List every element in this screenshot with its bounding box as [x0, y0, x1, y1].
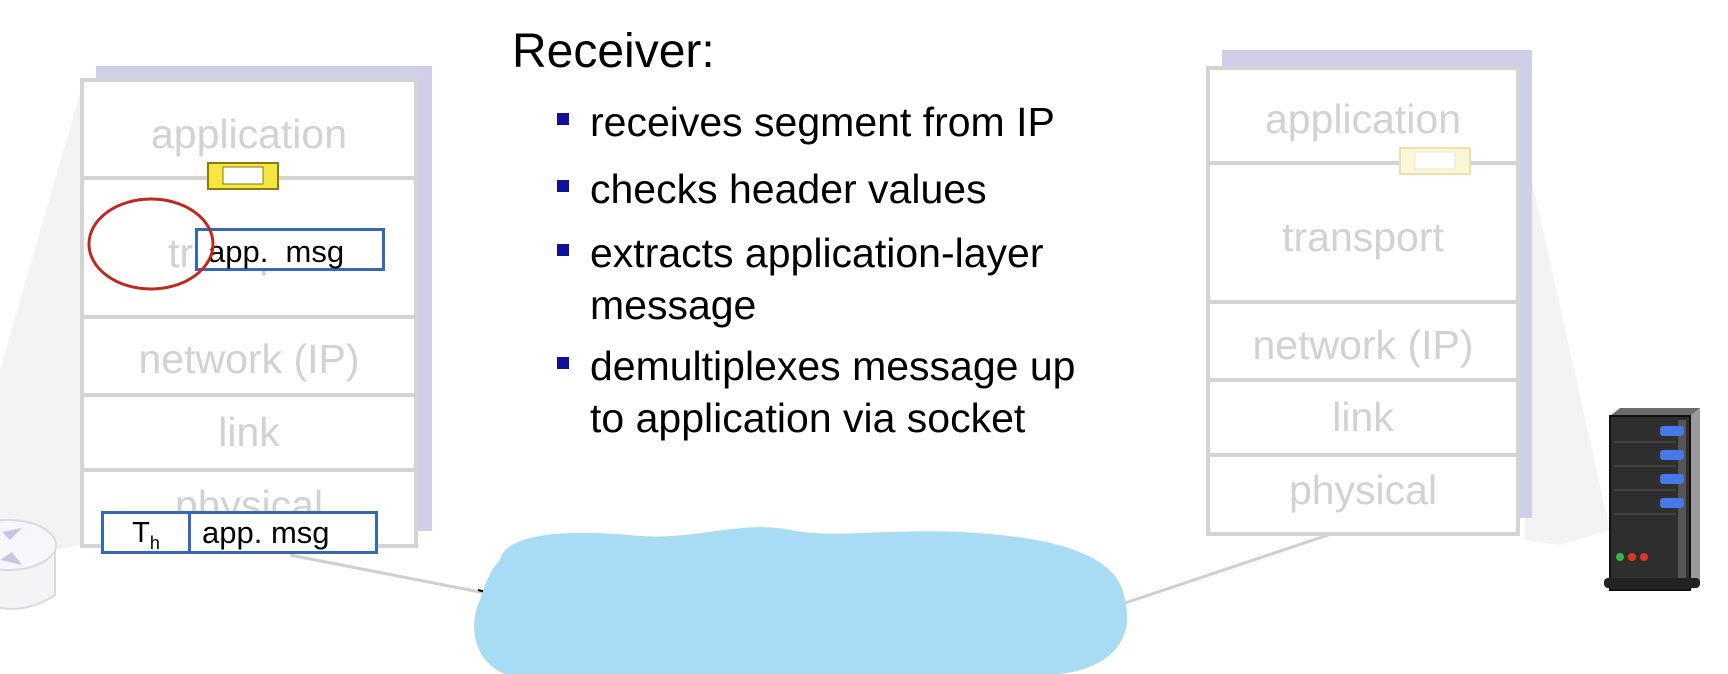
receiver-link-line: [1124, 529, 1341, 605]
receiver-socket-icon: [1399, 147, 1471, 175]
sender-layer-network: network (IP): [138, 336, 360, 382]
bullet-marker: [557, 180, 569, 192]
sender-layer-link: link: [218, 409, 280, 455]
sender-link-line: [289, 553, 486, 595]
socket-icon: [207, 162, 279, 190]
segment-box: Th app. msg: [101, 511, 378, 554]
receiver-perspective-shadow: [1525, 150, 1610, 545]
server-icon: [1604, 408, 1700, 591]
receiver-heading: Receiver:: [512, 25, 715, 78]
receiver-layer-transport: transport: [1282, 214, 1444, 260]
bullet-receives-segment: receives segment from IP: [557, 96, 1055, 148]
receiver-layer-application: application: [1264, 96, 1462, 142]
bullet-marker: [557, 113, 569, 125]
receiver-layer-network: network (IP): [1252, 322, 1474, 368]
network-cloud-icon: [474, 527, 1128, 674]
transport-message-label: app. msg: [208, 234, 345, 269]
bullet-extracts-message: extracts application-layer message: [557, 227, 1043, 331]
sender-perspective-shadow: [0, 86, 82, 560]
transport-message-box: app. msg: [195, 228, 385, 271]
bullet-marker: [557, 357, 569, 369]
receiver-layer-physical: physical: [1288, 467, 1438, 513]
segment-payload: app. msg: [202, 515, 330, 550]
sender-layer-physical: physical: [174, 482, 324, 516]
segment-header: Th: [104, 514, 191, 553]
highlight-circle: [87, 197, 215, 291]
bullet-checks-header: checks header values: [557, 163, 987, 215]
bullet-marker: [557, 244, 569, 256]
router-icon: [0, 519, 57, 610]
bullet-demultiplexes: demultiplexes message up to application …: [557, 340, 1075, 444]
sender-layer-application: application: [150, 111, 348, 157]
receiver-layer-link: link: [1332, 394, 1394, 440]
